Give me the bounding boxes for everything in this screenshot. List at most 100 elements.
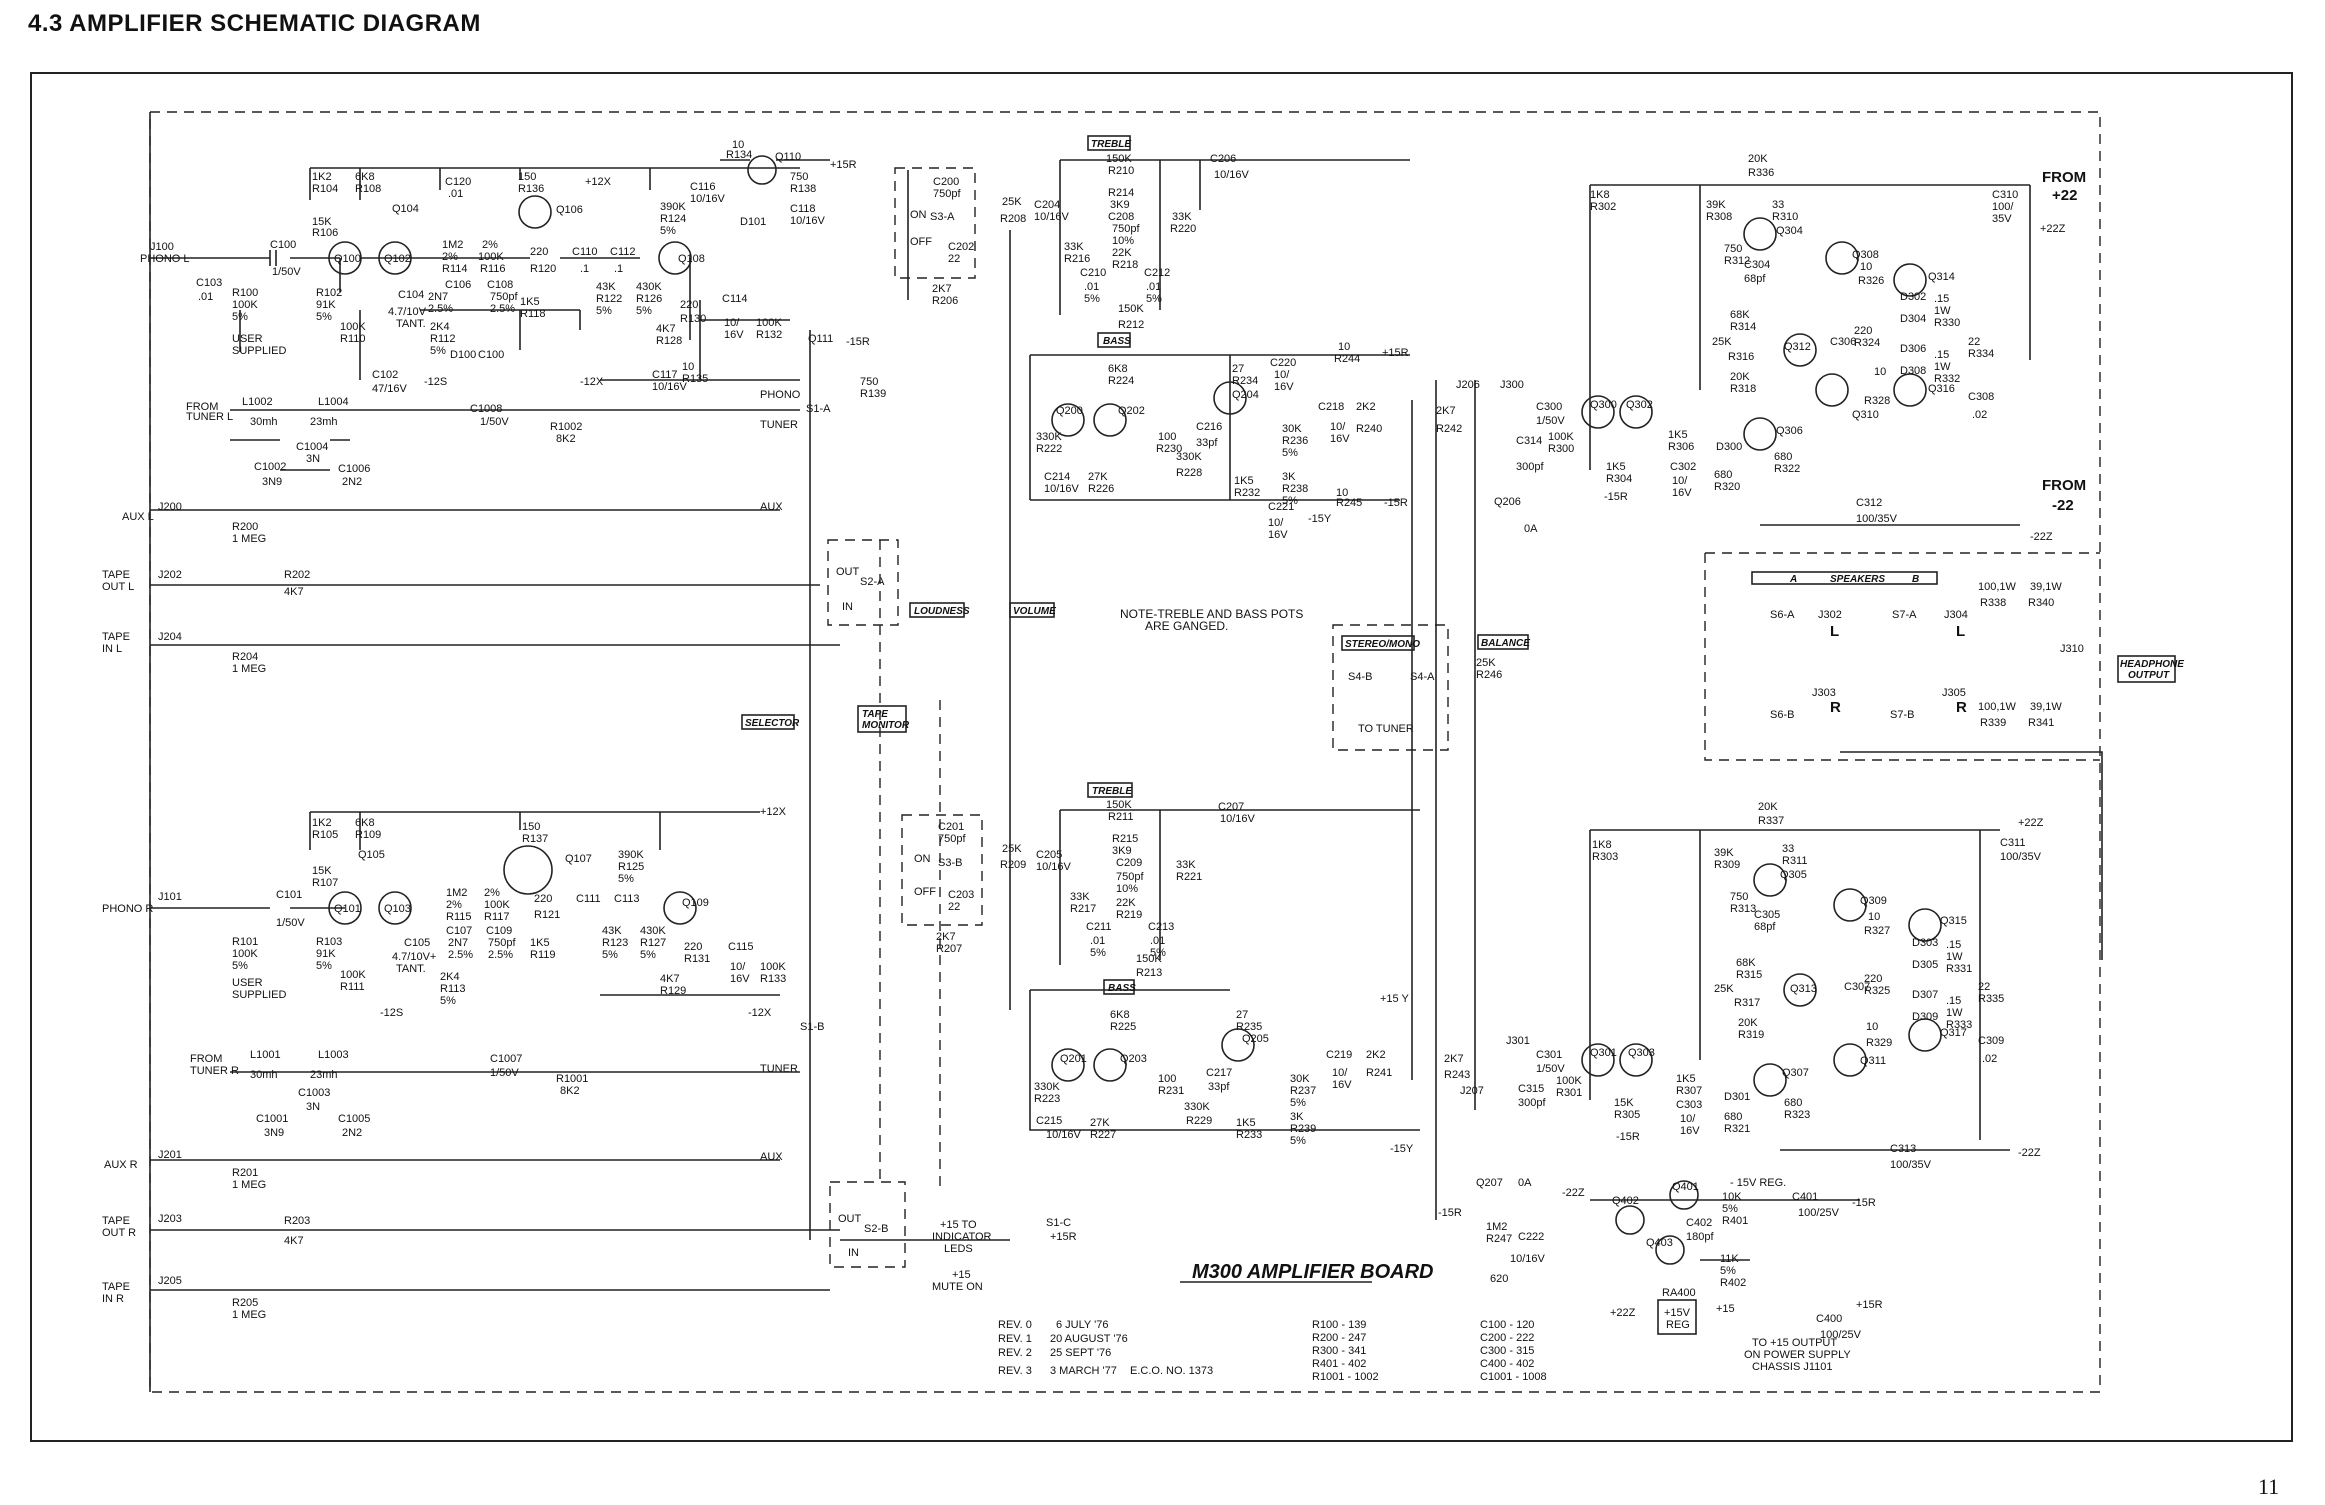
svg-text:750pf: 750pf	[938, 833, 966, 845]
svg-text:R135: R135	[682, 373, 708, 385]
svg-text:C315: C315	[1518, 1083, 1544, 1095]
svg-text:R220: R220	[1170, 223, 1196, 235]
svg-text:R221: R221	[1176, 871, 1202, 883]
svg-text:27K: 27K	[1088, 471, 1108, 483]
svg-text:30mh: 30mh	[250, 416, 278, 428]
svg-text:ON: ON	[914, 853, 931, 865]
svg-text:IN: IN	[848, 1247, 859, 1259]
svg-text:J207: J207	[1460, 1085, 1484, 1097]
svg-text:2.5%: 2.5%	[448, 949, 473, 961]
svg-text:4.7/10V: 4.7/10V	[388, 306, 427, 318]
svg-text:R239: R239	[1290, 1123, 1316, 1135]
svg-text:Q207: Q207	[1476, 1177, 1503, 1189]
svg-text:750: 750	[860, 376, 878, 388]
pos-rail-label: +22	[2052, 187, 2077, 204]
svg-text:R213: R213	[1136, 967, 1162, 979]
svg-text:C309: C309	[1978, 1035, 2004, 1047]
svg-text:L1004: L1004	[318, 396, 349, 408]
svg-text:S2-A: S2-A	[860, 576, 885, 588]
svg-text:C1002: C1002	[254, 461, 286, 473]
svg-text:5%: 5%	[1720, 1265, 1736, 1277]
svg-text:J305: J305	[1942, 687, 1966, 699]
svg-text:10/16V: 10/16V	[1044, 483, 1080, 495]
tape-monitor-label: TAPE	[862, 709, 888, 720]
svg-text:6K8: 6K8	[355, 817, 375, 829]
r-range: R300 - 341	[1312, 1345, 1366, 1357]
svg-text:10: 10	[1338, 341, 1350, 353]
svg-text:1M2: 1M2	[1486, 1221, 1507, 1233]
svg-text:10/16V: 10/16V	[1046, 1129, 1082, 1141]
svg-text:R113: R113	[440, 983, 465, 995]
svg-text:680: 680	[1724, 1111, 1742, 1123]
svg-text:R106: R106	[312, 227, 338, 239]
svg-text:.01: .01	[1090, 935, 1105, 947]
svg-text:Q300: Q300	[1590, 399, 1617, 411]
svg-text:16V: 16V	[1330, 433, 1350, 445]
svg-text:D309: D309	[1912, 1011, 1938, 1023]
svg-text:1K8: 1K8	[1592, 839, 1612, 851]
svg-text:C106: C106	[445, 279, 471, 291]
svg-text:C220: C220	[1270, 357, 1296, 369]
svg-text:2N2: 2N2	[342, 476, 362, 488]
svg-text:1W: 1W	[1946, 1007, 1963, 1019]
svg-text:100K: 100K	[1556, 1075, 1582, 1087]
svg-text:680: 680	[1784, 1097, 1802, 1109]
svg-text:C114: C114	[722, 293, 747, 305]
svg-text:-12X: -12X	[748, 1007, 772, 1019]
svg-text:R138: R138	[790, 183, 816, 195]
svg-text:D300: D300	[1716, 441, 1742, 453]
svg-text:R313: R313	[1730, 903, 1756, 915]
indicator-label-3: LEDS	[944, 1243, 973, 1255]
r-range: R100 - 139	[1312, 1319, 1366, 1331]
svg-text:4K7: 4K7	[660, 973, 680, 985]
svg-text:R225: R225	[1110, 1021, 1136, 1033]
svg-text:Q105: Q105	[358, 849, 385, 861]
svg-text:43K: 43K	[596, 281, 616, 293]
svg-text:220: 220	[1854, 325, 1872, 337]
svg-text:C101: C101	[276, 889, 302, 901]
svg-text:22: 22	[948, 253, 960, 265]
svg-text:1W: 1W	[1934, 361, 1951, 373]
note-line-2: ARE GANGED.	[1145, 619, 1228, 633]
svg-text:4.7/10V+: 4.7/10V+	[392, 951, 436, 963]
svg-text:R326: R326	[1858, 275, 1884, 287]
svg-text:750pf: 750pf	[1112, 223, 1140, 235]
svg-text:750pf: 750pf	[488, 937, 516, 949]
svg-text:C205: C205	[1036, 849, 1062, 861]
svg-text:100K: 100K	[1548, 431, 1574, 443]
loudness-label: LOUDNESS	[914, 606, 970, 617]
svg-text:68pf: 68pf	[1744, 273, 1766, 285]
svg-text:8K2: 8K2	[556, 433, 576, 445]
svg-text:33: 33	[1772, 199, 1784, 211]
svg-text:39,1W: 39,1W	[2030, 581, 2062, 593]
svg-text:S2-B: S2-B	[864, 1223, 888, 1235]
svg-text:R218: R218	[1112, 259, 1138, 271]
svg-text:.01: .01	[1150, 935, 1165, 947]
svg-text:S1-C: S1-C	[1046, 1217, 1071, 1229]
svg-text:R337: R337	[1758, 815, 1784, 827]
from-tuner-l-label-2: TUNER L	[186, 411, 233, 423]
svg-text:R201: R201	[232, 1167, 258, 1179]
svg-text:330K: 330K	[1184, 1101, 1210, 1113]
svg-text:6K8: 6K8	[1108, 363, 1128, 375]
svg-text:R244: R244	[1334, 353, 1360, 365]
svg-text:Q401: Q401	[1672, 1181, 1699, 1193]
svg-text:C211: C211	[1086, 921, 1111, 933]
svg-text:R401: R401	[1722, 1215, 1748, 1227]
svg-text:C1005: C1005	[338, 1113, 370, 1125]
svg-text:23mh: 23mh	[310, 1069, 338, 1081]
svg-text:C402: C402	[1686, 1217, 1712, 1229]
svg-text:.15: .15	[1946, 995, 1961, 1007]
svg-text:PHONO: PHONO	[760, 389, 801, 401]
svg-text:C208: C208	[1108, 211, 1134, 223]
svg-text:R214: R214	[1108, 187, 1134, 199]
svg-text:L1001: L1001	[250, 1049, 281, 1061]
svg-text:J101: J101	[158, 891, 182, 903]
from-neg-label: FROM	[2042, 477, 2086, 494]
svg-text:D100: D100	[450, 349, 476, 361]
svg-text:C310: C310	[1992, 189, 2018, 201]
svg-text:1 MEG: 1 MEG	[232, 533, 266, 545]
svg-text:27: 27	[1236, 1009, 1248, 1021]
from-tuner-l-label: FROM	[186, 401, 218, 413]
